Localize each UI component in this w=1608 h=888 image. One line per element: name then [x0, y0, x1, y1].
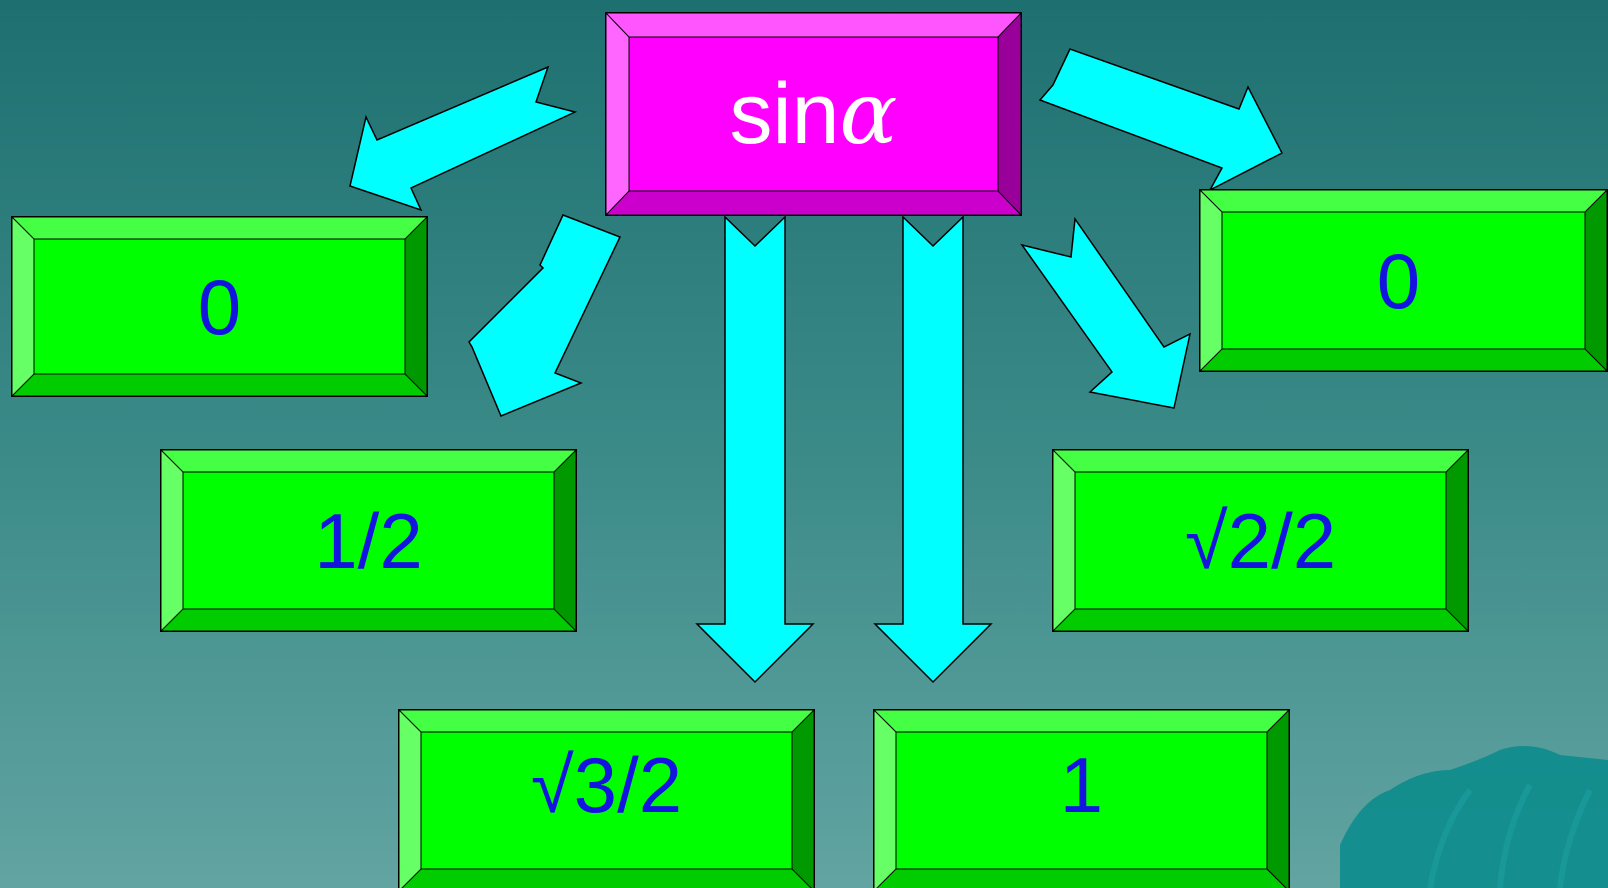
value-label: 1/2 [314, 496, 423, 585]
arrow-to-top-left [349, 65, 578, 212]
value-label: 1 [1059, 740, 1104, 829]
value-box-top-left: 0 [11, 216, 428, 397]
value-box-top-right: 0 [1199, 189, 1608, 372]
value-label: 0 [197, 262, 242, 351]
arrow-to-mid-right [1020, 216, 1192, 409]
value-box-bottom-left: √3/2 [398, 709, 815, 888]
value-label: √2/2 [1184, 496, 1337, 585]
bevel-frame [873, 709, 1290, 888]
value-box-mid-left: 1/2 [160, 449, 577, 632]
bevel-frame [1199, 189, 1608, 372]
bevel-frame [11, 216, 428, 397]
value-box-bottom-right: 1 [873, 709, 1290, 888]
value-label: √3/2 [530, 740, 683, 829]
value-label: 0 [1376, 236, 1421, 325]
bevel-frame [1052, 449, 1469, 632]
arrow-down-to-sqrt3 [695, 215, 815, 684]
sin-text: sin [729, 66, 840, 162]
arrow-to-mid-left [468, 214, 622, 417]
bevel-frame [398, 709, 815, 888]
bevel-frame [605, 12, 1022, 216]
value-box-mid-right: √2/2 [1052, 449, 1469, 632]
alpha-symbol: α [839, 64, 898, 164]
bevel-frame [160, 449, 577, 632]
center-label: sinα [729, 71, 897, 157]
center-box-sin-alpha: sinα [605, 12, 1022, 216]
arrow-down-to-one [873, 215, 993, 684]
